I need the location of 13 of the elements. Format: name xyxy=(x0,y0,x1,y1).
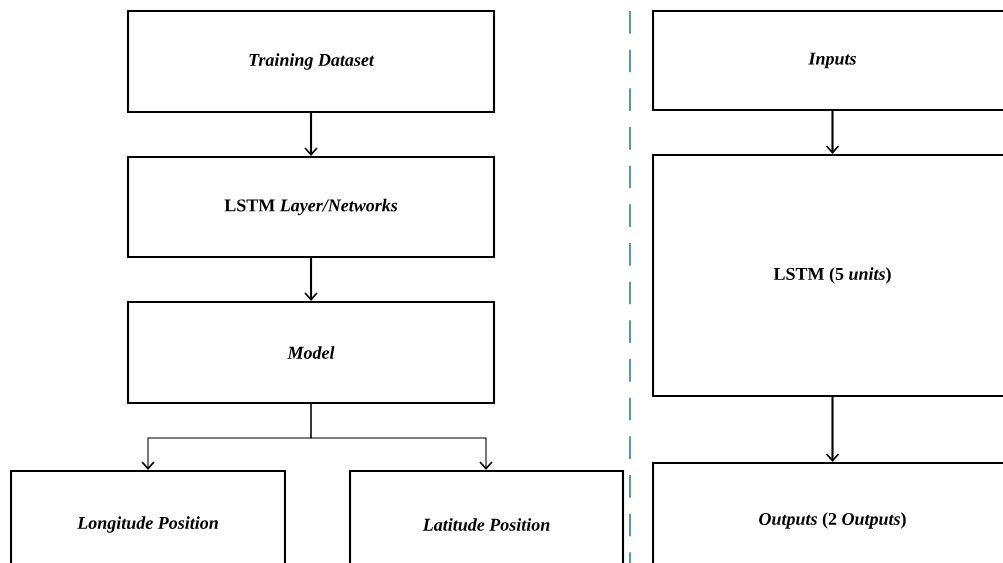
process-box: Longitude Position xyxy=(9,469,287,563)
arrow xyxy=(304,113,318,156)
process-box: Training Dataset xyxy=(126,9,496,114)
process-box: Model xyxy=(126,300,496,405)
process-box: Latitude Position xyxy=(348,469,625,563)
arrow xyxy=(304,258,318,301)
arrow xyxy=(825,397,840,462)
process-box: Inputs xyxy=(651,9,1003,112)
arrow xyxy=(310,403,493,470)
arrow xyxy=(825,111,840,154)
process-box: Outputs (2 Outputs) xyxy=(651,461,1003,563)
process-box: LSTM Layer/Networks xyxy=(126,155,496,259)
process-box: LSTM (5 units) xyxy=(651,153,1003,398)
